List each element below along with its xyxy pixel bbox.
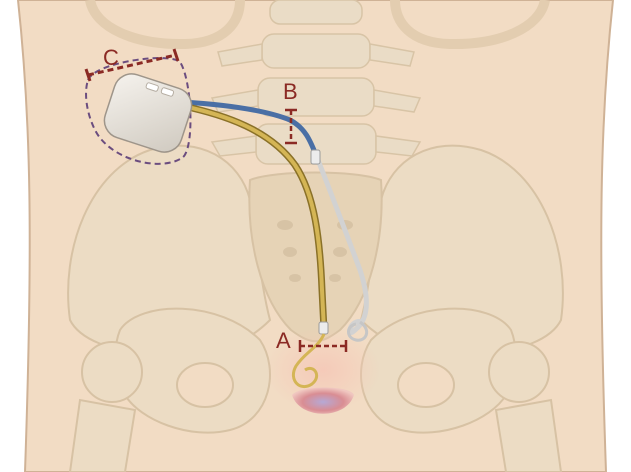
label-a: A bbox=[276, 328, 291, 353]
lead-tip-connector bbox=[319, 322, 328, 334]
lead-connector bbox=[311, 150, 320, 164]
label-c: C bbox=[103, 45, 119, 70]
label-b: B bbox=[283, 79, 298, 104]
